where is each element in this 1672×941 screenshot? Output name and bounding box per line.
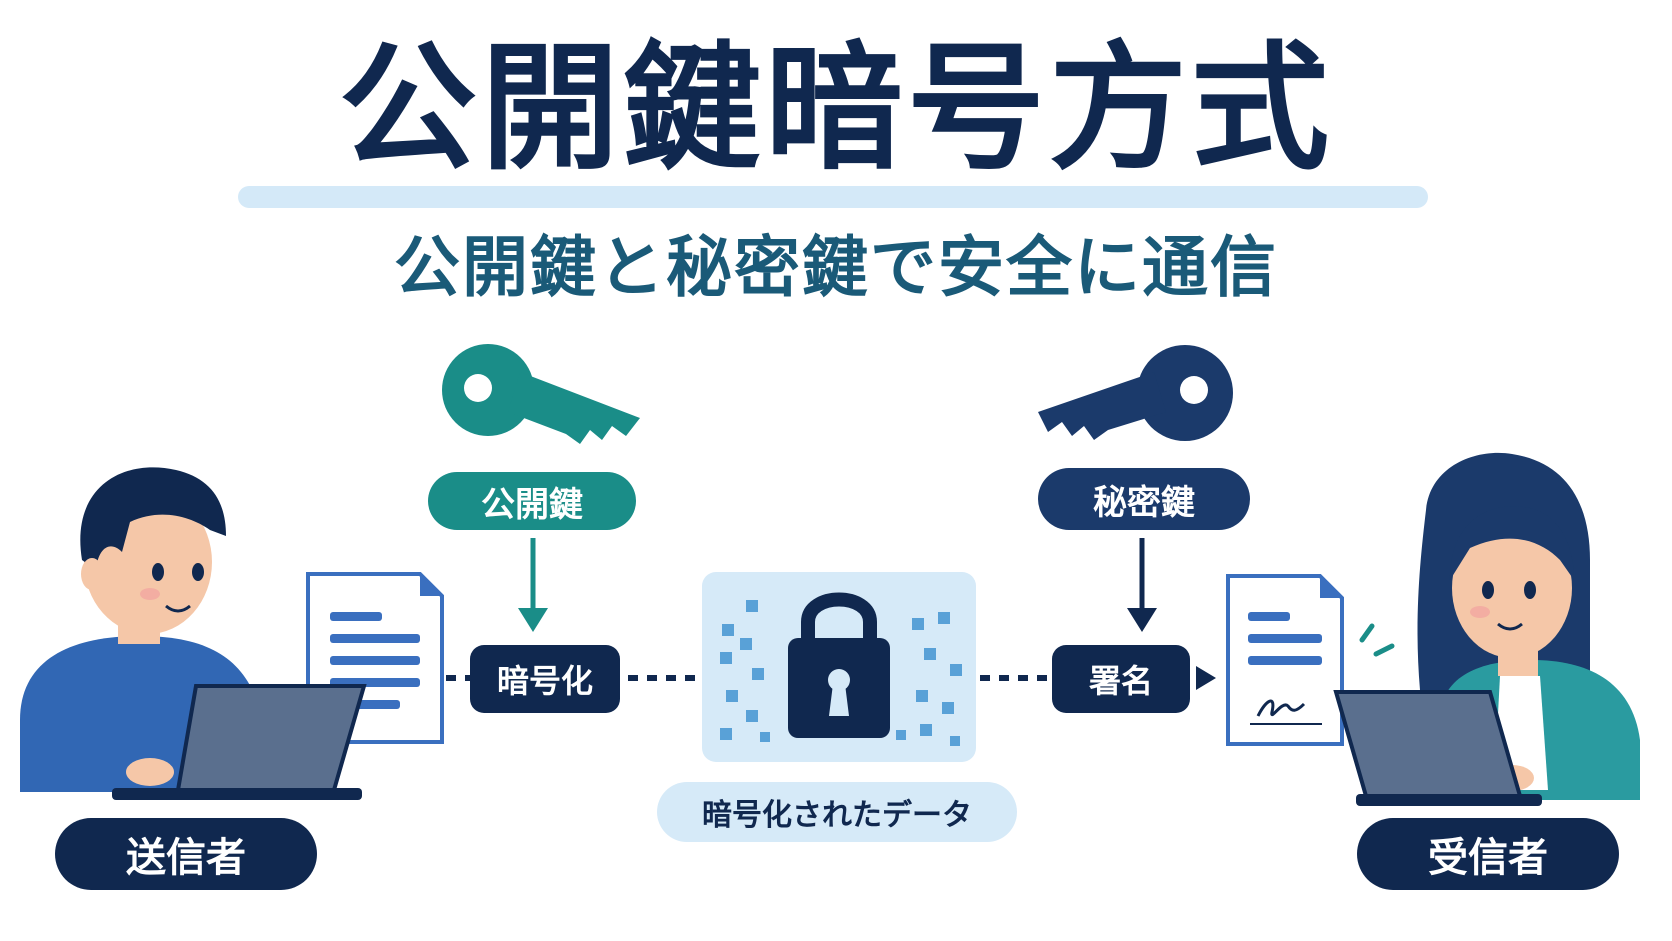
encrypt-label: 暗号化 bbox=[470, 645, 620, 713]
private-key-label: 秘密鍵 bbox=[1038, 468, 1250, 530]
laptop-icon bbox=[112, 684, 367, 800]
public-key-icon bbox=[442, 344, 640, 444]
private-key-arrow bbox=[1127, 538, 1157, 632]
public-key-label: 公開鍵 bbox=[428, 472, 636, 530]
title-underline bbox=[238, 186, 1428, 208]
receiver-label: 受信者 bbox=[1357, 818, 1619, 890]
sign-label: 署名 bbox=[1052, 645, 1190, 713]
sparkle-marks bbox=[1359, 623, 1395, 657]
private-key-icon bbox=[1038, 345, 1233, 441]
encrypted-data-label: 暗号化されたデータ bbox=[657, 782, 1017, 842]
padlock-icon bbox=[788, 592, 890, 738]
signed-document-icon bbox=[1226, 574, 1344, 746]
public-key-arrow bbox=[518, 538, 548, 632]
page-title: 公開鍵暗号方式 bbox=[338, 28, 1333, 189]
sender-label: 送信者 bbox=[55, 818, 317, 890]
page-subtitle: 公開鍵と秘密鍵で安全に通信 bbox=[394, 229, 1278, 306]
receiver-laptop-icon bbox=[1333, 690, 1542, 806]
sign-arrow-head bbox=[1196, 666, 1216, 690]
